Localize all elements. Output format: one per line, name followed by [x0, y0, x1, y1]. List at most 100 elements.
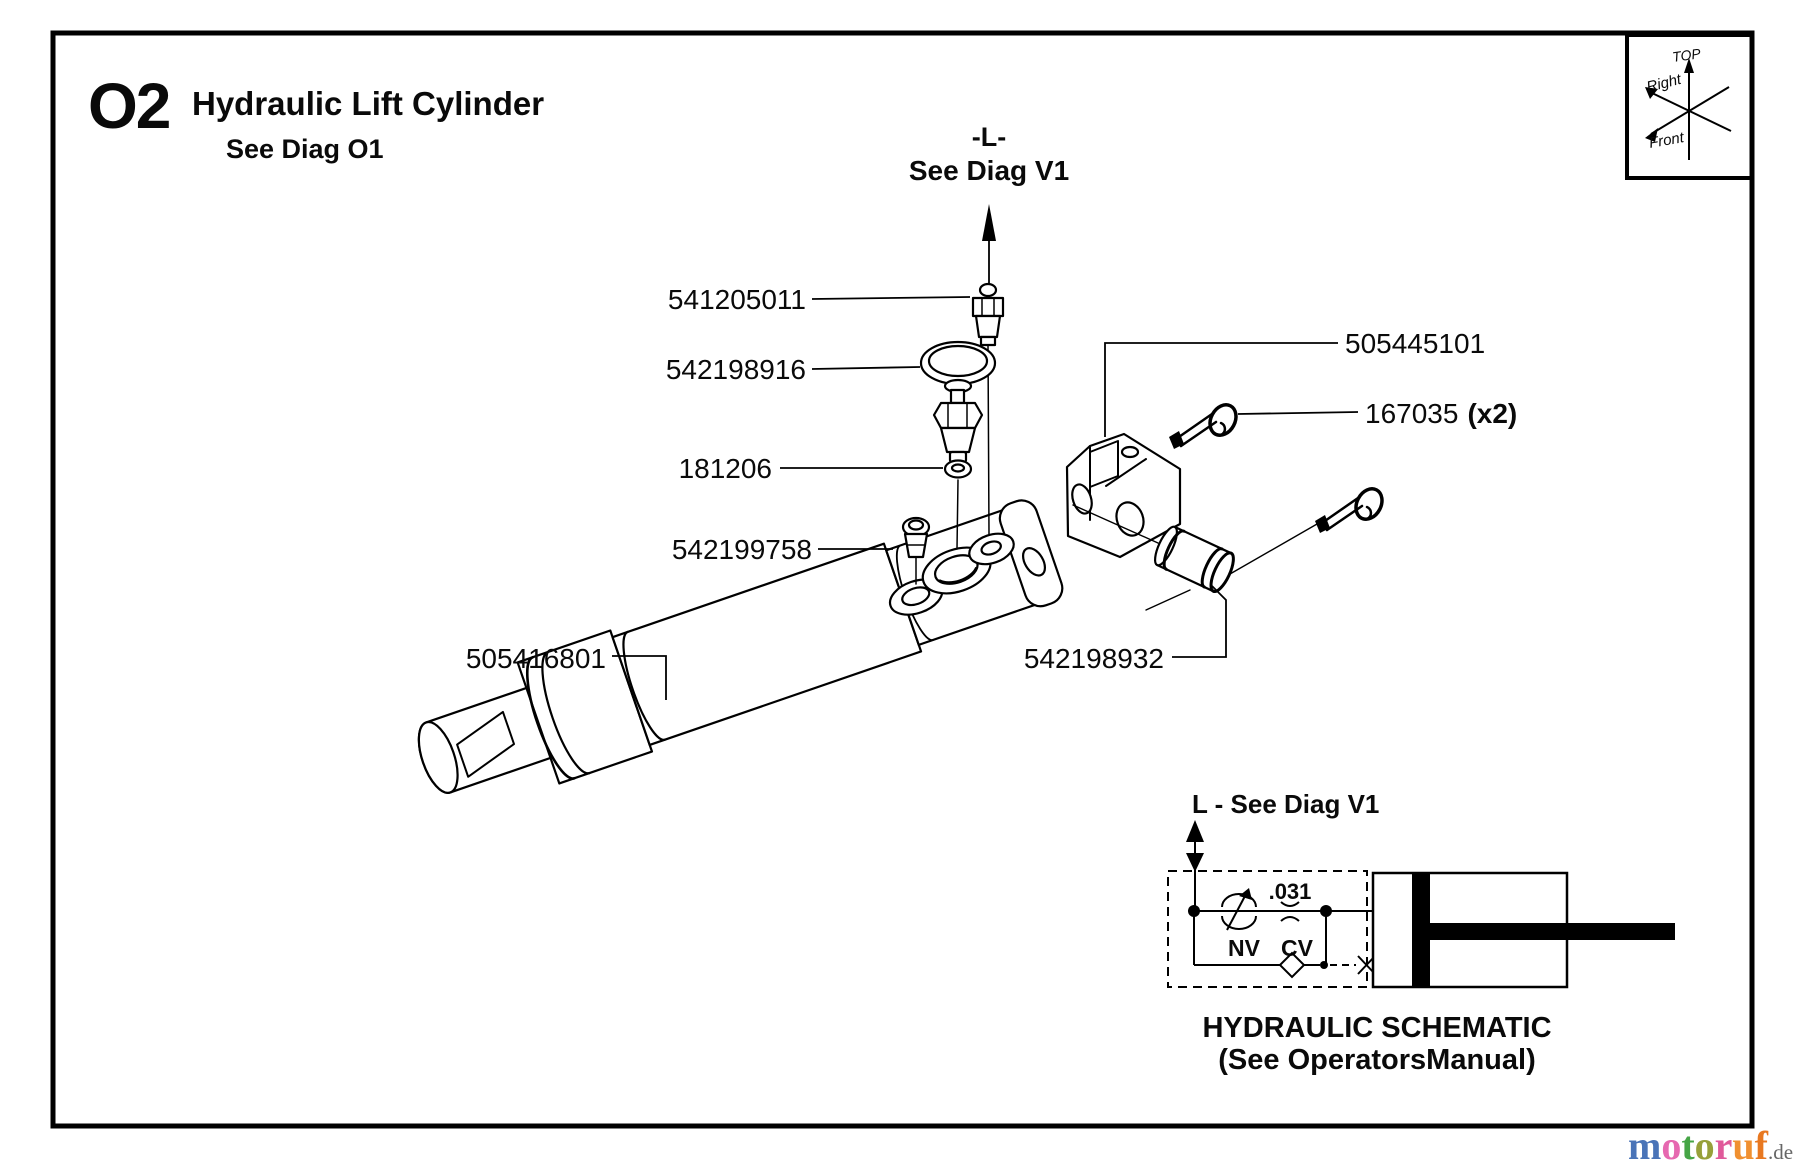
cv-label: CV	[1281, 935, 1314, 961]
orifice-symbol	[1280, 901, 1300, 922]
orifice-lower-arc	[1280, 916, 1300, 922]
port-l-callout: -L- See Diag V1	[909, 122, 1069, 284]
port-boss-1-hole	[901, 586, 931, 607]
nv-lower-arc	[1221, 915, 1257, 930]
leader-fitting	[811, 296, 971, 300]
orientation-cube: TOP Right Front	[1625, 33, 1754, 180]
clevis-pin	[1153, 525, 1235, 593]
axis-right-label: Right	[1645, 71, 1684, 96]
motoruf-letters: motoruf	[1628, 1123, 1768, 1168]
valve-hex-nut	[932, 401, 984, 430]
cv-junction-dot	[1320, 961, 1328, 969]
part-label-plug: 542199758	[672, 534, 812, 565]
clevis-bracket	[1065, 432, 1182, 559]
end-cap-hole	[1021, 547, 1047, 577]
washer-part	[943, 459, 973, 479]
pin-to-clip-axis-line	[1229, 519, 1325, 575]
rod-end-face	[417, 720, 459, 794]
nv-label: NV	[1228, 935, 1261, 961]
valve-cap-rim	[927, 344, 989, 378]
orientation-cube-frame	[1625, 33, 1754, 180]
piston-symbol	[1412, 873, 1430, 987]
fitting-hex	[971, 296, 1005, 318]
flow-arrow-up-icon	[1186, 820, 1204, 842]
orifice-label: .031	[1269, 879, 1312, 904]
part-label-clip-qty: (x2)	[1467, 398, 1517, 429]
motoruf-watermark: motoruf.de	[1628, 1123, 1793, 1168]
part-label-valve: 542198916	[666, 354, 806, 385]
clip-curl	[1210, 421, 1227, 437]
fitting-thread	[974, 314, 1002, 339]
hairpin-clip-1	[1169, 403, 1238, 449]
rod-keyway-notch	[456, 710, 516, 778]
valve-cap-disc	[919, 340, 997, 386]
clevis-pin-axis-line	[1072, 504, 1159, 544]
axis-right-arrow-icon	[1645, 87, 1658, 99]
port-l-arrow-icon	[982, 204, 996, 241]
axis-right-line	[1651, 92, 1732, 132]
part-label-cylinder: 505416801	[466, 643, 606, 674]
leader-clip	[1237, 411, 1359, 415]
part-label-fitting: 541205011	[668, 284, 806, 315]
diagram-code: O2	[88, 70, 170, 142]
port-l-callout-line1: -L-	[972, 122, 1006, 152]
leader-cylinder	[612, 655, 667, 700]
pin-left-face	[1153, 525, 1179, 567]
valve-stem	[949, 388, 966, 405]
port-l-callout-line2: See Diag V1	[909, 155, 1069, 186]
part-label-washer: 181206	[679, 453, 772, 484]
hydraulic-cylinder-drawing	[417, 282, 1389, 794]
leader-clevis	[1104, 342, 1338, 437]
pin-ring-left	[1162, 529, 1186, 571]
fitting-tip	[979, 335, 997, 347]
clevis-u-slot	[1089, 440, 1119, 488]
rod-symbol	[1430, 923, 1675, 940]
orifice-upper-arc	[1280, 901, 1300, 907]
flow-arrow-down-icon	[1186, 853, 1204, 872]
page-subtitle: See Diag O1	[226, 134, 384, 164]
clip-wire-1	[1174, 412, 1214, 441]
clevis-top-hole	[1120, 445, 1140, 459]
port-boss-3-hole	[980, 540, 1002, 556]
axis-top-arrow-icon	[1684, 58, 1694, 73]
part-number-labels: 541205011 542198916 181206 542199758 505…	[466, 284, 1517, 674]
valve-axis-line	[956, 479, 959, 550]
part-label-clevis: 505445101	[1345, 328, 1485, 359]
motoruf-suffix: .de	[1768, 1140, 1794, 1164]
nv-arrow-shaft	[1226, 895, 1246, 931]
pin-right-face	[1209, 551, 1235, 593]
valve-body-taper	[939, 426, 977, 454]
collar-ring-line-2	[541, 650, 591, 775]
washer-inner	[950, 463, 966, 473]
axis-front-line	[1650, 86, 1730, 135]
leader-lines	[612, 296, 1359, 700]
nv-arrow-head	[1239, 888, 1252, 900]
port-boss-2-thread-arc	[938, 567, 977, 584]
axis-front-label: Front	[1648, 129, 1686, 152]
hairpin-clip-2	[1313, 482, 1389, 535]
axis-top-label: TOP	[1671, 45, 1702, 65]
hydraulic-schematic: L - See Diag V1 NV .031 CV	[1167, 789, 1675, 1076]
schematic-caption-1: HYDRAULIC SCHEMATIC	[1202, 1012, 1551, 1044]
collar-ring-line-1	[526, 655, 576, 780]
needle-valve-symbol	[1221, 888, 1257, 931]
plug-cap-inner	[907, 519, 925, 531]
fitting-dome	[978, 282, 998, 298]
bleeder-plug-assembly	[901, 516, 931, 585]
part-label-clip: 167035(x2)	[1365, 398, 1517, 429]
schematic-caption-2: (See OperatorsManual)	[1218, 1044, 1535, 1076]
cylinder-body	[417, 499, 1064, 794]
clip-tip	[1169, 431, 1184, 449]
pin-axis-stub-line	[1145, 589, 1191, 611]
valve-cap-assembly	[919, 340, 997, 550]
page-title: Hydraulic Lift Cylinder	[192, 85, 544, 122]
nv-upper-arc	[1221, 893, 1257, 908]
schematic-dashed-box	[1167, 870, 1368, 988]
page-border	[50, 30, 1755, 1129]
leader-valve	[811, 366, 921, 370]
clevis-front-crease	[1105, 458, 1147, 487]
part-label-pin: 542198932	[1024, 643, 1164, 674]
schematic-title: L - See Diag V1	[1192, 789, 1379, 819]
